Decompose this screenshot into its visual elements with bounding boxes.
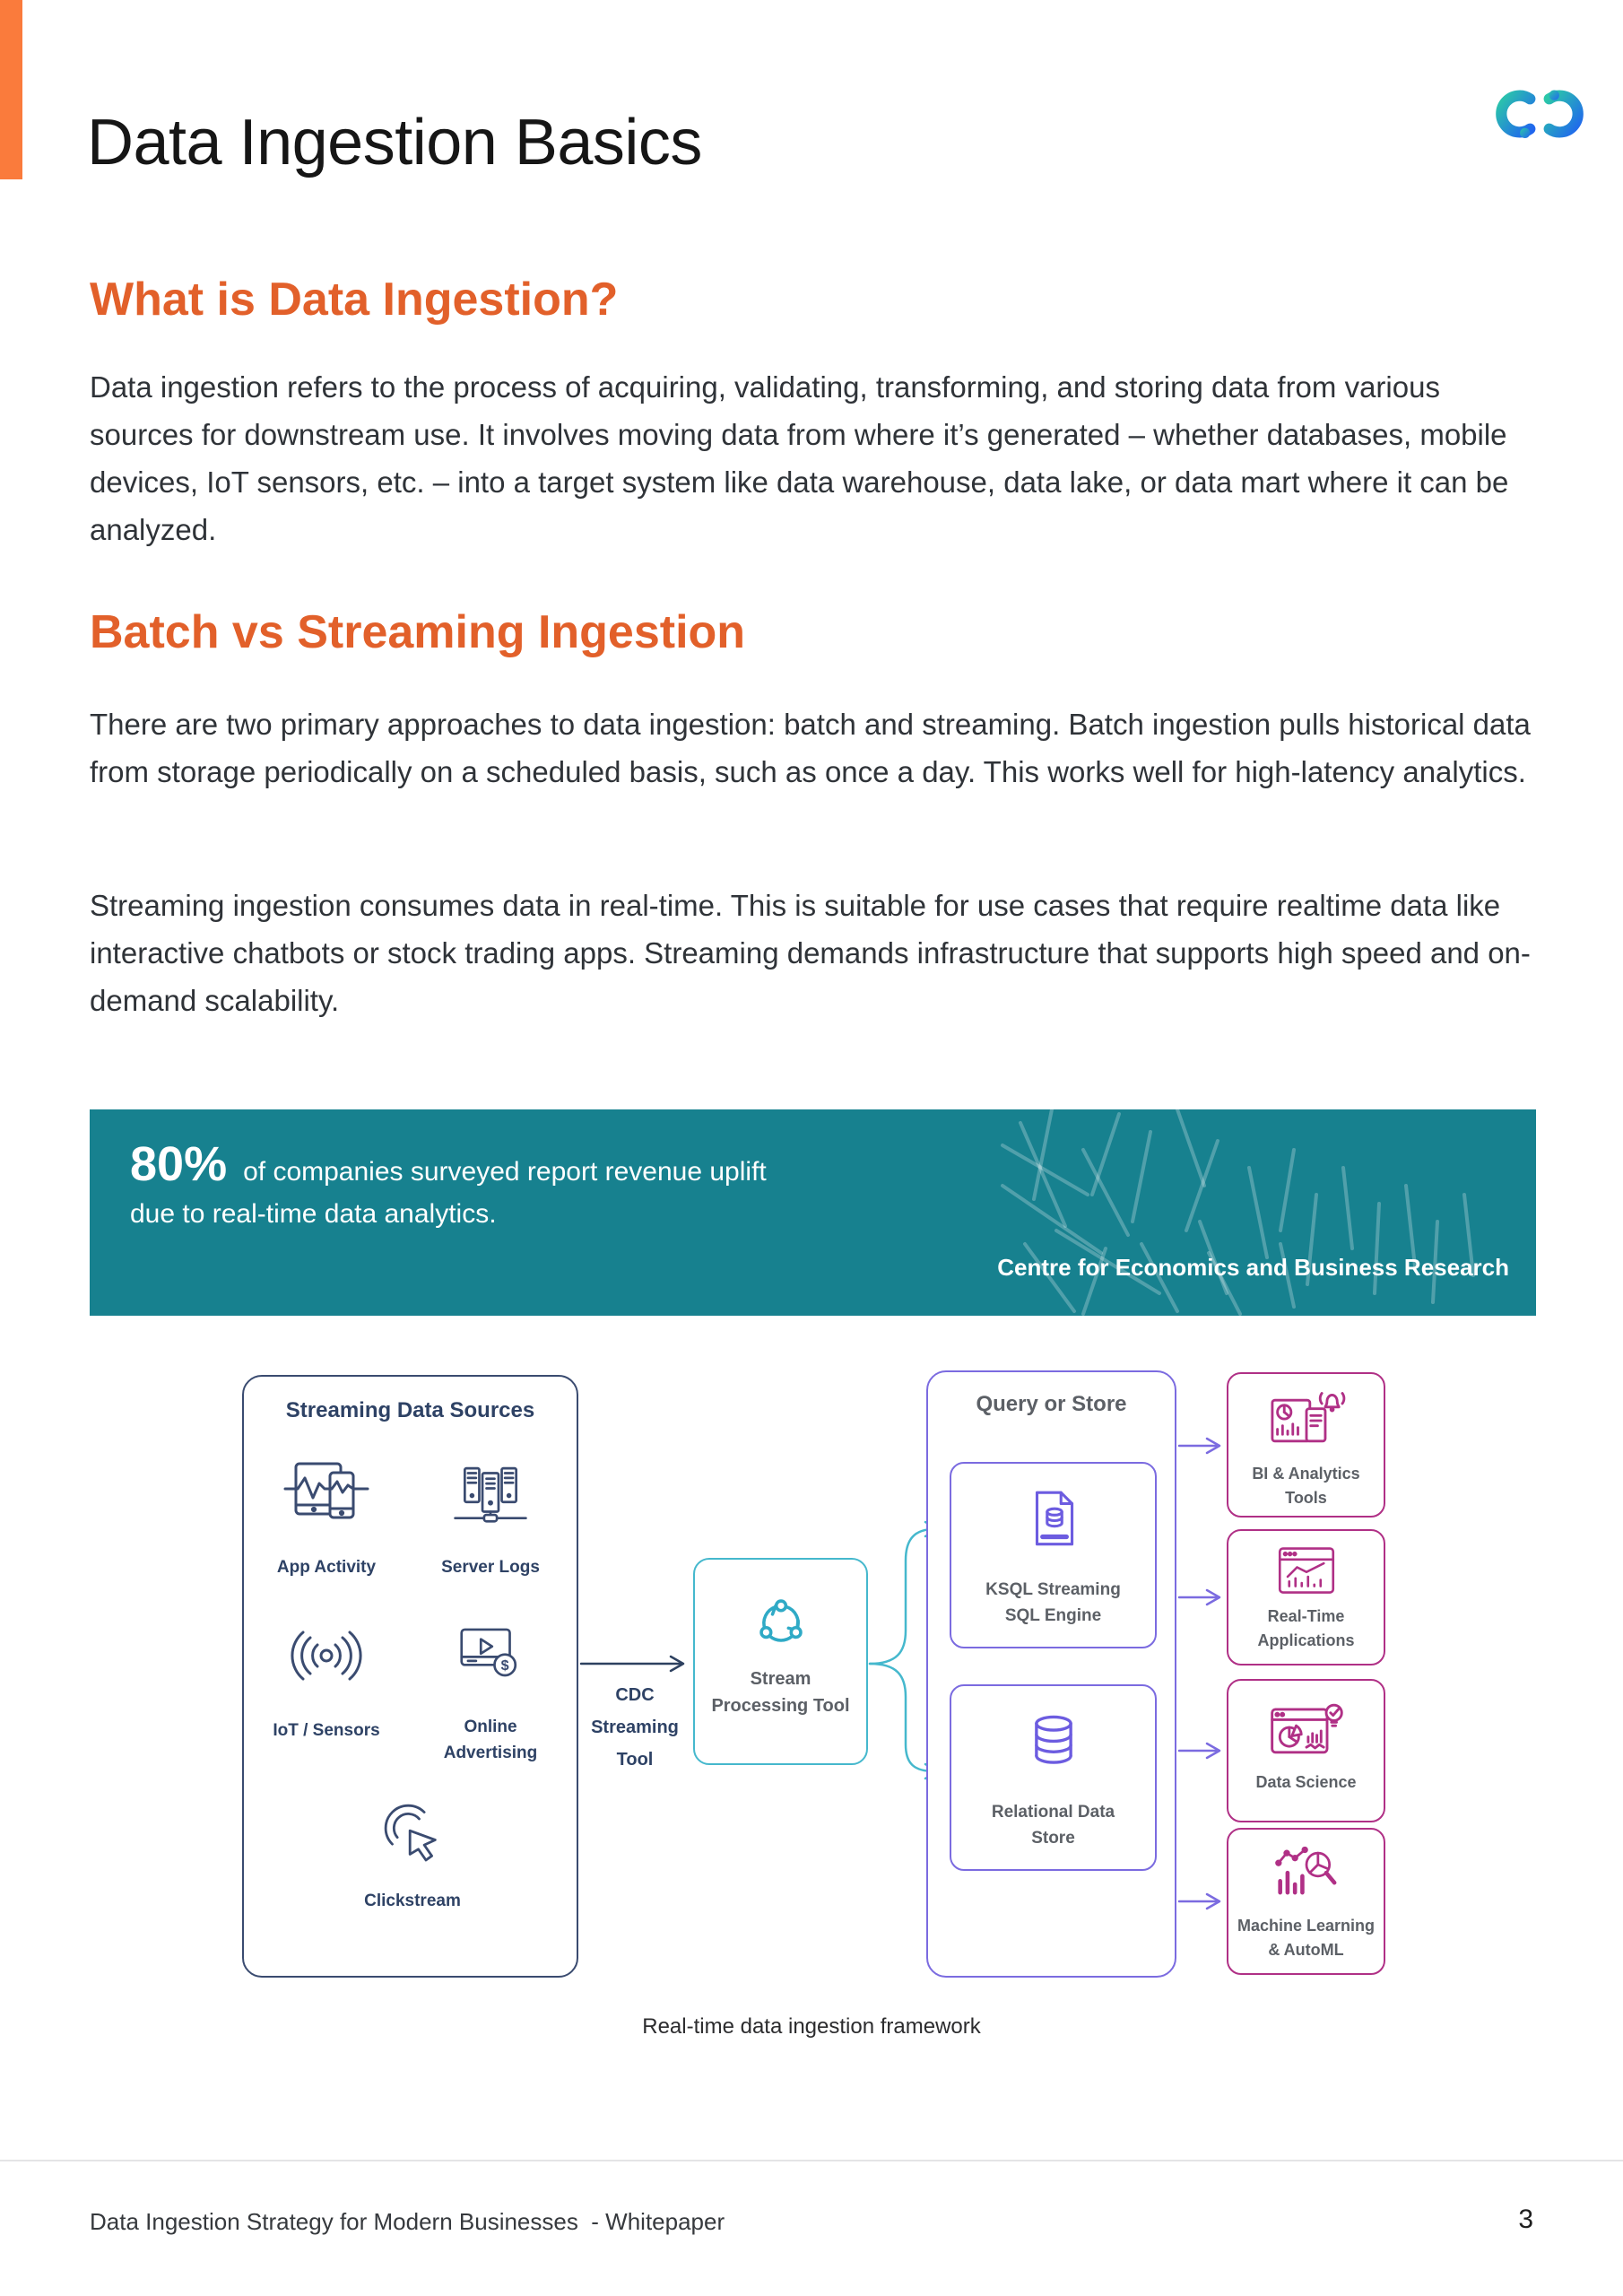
stat-banner: 80% of companies surveyed report revenue… xyxy=(90,1109,1536,1316)
source-label: IoT / Sensors xyxy=(273,1721,380,1740)
database-icon xyxy=(1020,1709,1087,1774)
source-label: App Activity xyxy=(276,1558,377,1577)
ingestion-framework-diagram: Streaming Data Sources App Activity xyxy=(0,1363,1623,1991)
stream-processing-box: Stream Processing Tool xyxy=(693,1558,868,1765)
app-activity-icon xyxy=(283,1457,369,1527)
arrow-query-to-bi xyxy=(1177,1437,1221,1455)
heading-batch-vs-streaming: Batch vs Streaming Ingestion xyxy=(90,606,746,658)
stat-text-line2: due to real-time data analytics. xyxy=(130,1199,497,1229)
arrow-query-to-datascience xyxy=(1177,1742,1221,1760)
company-logo xyxy=(1488,84,1591,144)
arrow-sources-to-processing xyxy=(579,1655,685,1673)
arrow-query-to-ml xyxy=(1177,1892,1221,1910)
server-logs-icon xyxy=(452,1457,529,1527)
stat-text-line1: of companies surveyed report revenue upl… xyxy=(243,1157,767,1187)
online-advertising-icon: $ xyxy=(452,1617,529,1687)
ksql-label: KSQL Streaming SQL Engine xyxy=(985,1580,1121,1625)
clickstream-icon xyxy=(372,1798,453,1868)
sources-panel-title: Streaming Data Sources xyxy=(285,1398,535,1422)
stat-value: 80% xyxy=(130,1137,228,1191)
footer-divider xyxy=(0,2160,1623,2161)
page-title: Data Ingestion Basics xyxy=(87,107,702,178)
query-or-store-panel: Query or Store KSQL Streaming SQL Engine xyxy=(926,1370,1176,1978)
output-label: Data Science xyxy=(1255,1773,1357,1791)
output-label: BI & Analytics Tools xyxy=(1252,1465,1360,1507)
stat-row: 80% of companies surveyed report revenue… xyxy=(130,1136,767,1192)
output-bi-analytics-box: BI & Analytics Tools xyxy=(1227,1372,1385,1518)
paragraph-what-is-data-ingestion: Data ingestion refers to the process of … xyxy=(90,370,1509,546)
page-number: 3 xyxy=(1518,2205,1533,2234)
data-science-icon xyxy=(1265,1692,1348,1765)
source-item-app-activity: App Activity xyxy=(250,1457,403,1580)
infinity-logo-icon xyxy=(1496,90,1584,138)
source-item-iot-sensors: IoT / Sensors xyxy=(250,1621,403,1744)
arrow-query-to-realtime xyxy=(1177,1588,1221,1606)
page-accent-bar xyxy=(0,0,22,179)
source-label: Online Advertising xyxy=(443,1718,538,1762)
scattered-lines-decoration xyxy=(1001,1109,1475,1316)
footer-document-title: Data Ingestion Strategy for Modern Busin… xyxy=(90,2208,725,2235)
realtime-apps-icon xyxy=(1269,1542,1344,1599)
diagram-caption: Real-time data ingestion framework xyxy=(642,2014,981,2039)
ml-automl-icon xyxy=(1267,1840,1346,1909)
query-panel-title: Query or Store xyxy=(976,1392,1127,1416)
source-item-clickstream: Clickstream xyxy=(323,1798,502,1914)
source-item-online-advertising: $ Online Advertising xyxy=(419,1617,562,1766)
paragraph-streaming-ingestion: Streaming ingestion consumes data in rea… xyxy=(90,889,1531,1017)
iot-sensors-icon xyxy=(283,1621,369,1691)
ksql-streaming-box: KSQL Streaming SQL Engine xyxy=(950,1462,1157,1648)
cdc-streaming-tool-label: CDC Streaming Tool xyxy=(591,1685,679,1770)
output-label: Real-Time Applications xyxy=(1257,1607,1355,1649)
heading-what-is-data-ingestion: What is Data Ingestion? xyxy=(90,274,619,326)
svg-text:$: $ xyxy=(501,1657,509,1674)
source-label: Server Logs xyxy=(441,1558,540,1577)
sql-document-icon xyxy=(1024,1487,1083,1553)
output-data-science-box: Data Science xyxy=(1227,1679,1385,1822)
relational-data-store-box: Relational Data Store xyxy=(950,1684,1157,1871)
output-label: Machine Learning & AutoML xyxy=(1237,1917,1376,1959)
source-label: Clickstream xyxy=(364,1892,461,1910)
relational-store-label: Relational Data Store xyxy=(991,1803,1115,1848)
source-item-server-logs: Server Logs xyxy=(419,1457,562,1580)
bi-analytics-icon xyxy=(1265,1385,1348,1457)
stream-cycle-icon xyxy=(747,1587,815,1655)
stream-processing-label: Stream Processing Tool xyxy=(711,1669,850,1716)
output-realtime-apps-box: Real-Time Applications xyxy=(1227,1529,1385,1665)
output-machine-learning-box: Machine Learning & AutoML xyxy=(1227,1828,1385,1975)
paragraph-batch-ingestion: There are two primary approaches to data… xyxy=(90,708,1531,788)
stat-attribution: Centre for Economics and Business Resear… xyxy=(997,1254,1509,1281)
streaming-data-sources-panel: Streaming Data Sources App Activity xyxy=(242,1375,578,1978)
